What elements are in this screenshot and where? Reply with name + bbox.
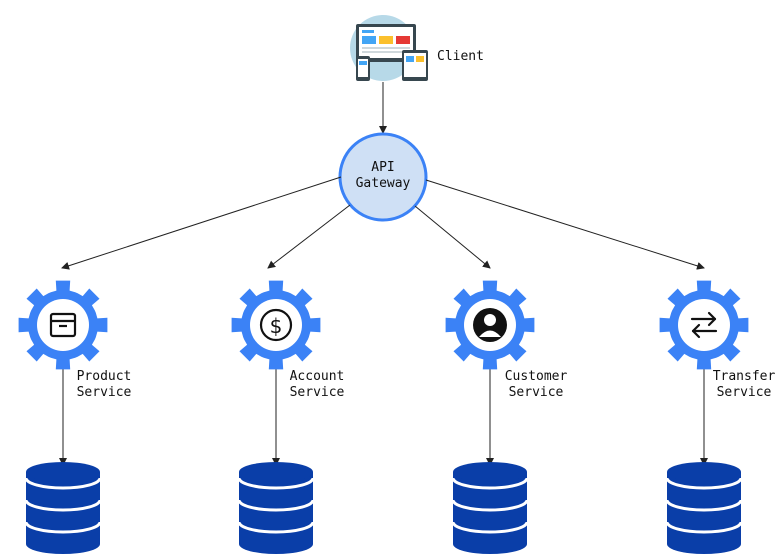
database-icon-product	[24, 462, 102, 554]
svg-text:$: $	[270, 314, 283, 338]
transfer-arrows-icon	[690, 311, 718, 339]
database-icon-transfer	[665, 462, 743, 554]
service-label-line2: Service	[716, 385, 772, 400]
gateway-account-connector	[267, 204, 351, 269]
service-label-line1: Product	[76, 369, 132, 384]
service-label-customer: Customer Service	[496, 369, 576, 401]
service-label-transfer: Transfer Service	[706, 369, 782, 401]
gateway-customer-connector	[414, 205, 491, 269]
database-icon-account	[237, 462, 315, 554]
gateway-label-line1: API	[371, 160, 395, 175]
service-label-line2: Service	[508, 385, 564, 400]
box-icon	[49, 312, 77, 338]
gateway-product-connector	[61, 176, 342, 270]
service-label-account: Account Service	[279, 369, 355, 401]
service-label-product: Product Service	[66, 369, 142, 401]
dollar-icon: $	[259, 308, 293, 342]
service-label-line1: Transfer	[712, 369, 776, 384]
gateway-label: API Gateway	[343, 160, 423, 192]
gateway-transfer-connector	[425, 179, 705, 270]
gear-icon-transfer[interactable]	[659, 280, 749, 370]
service-label-line1: Account	[289, 369, 345, 384]
client-label: Client	[437, 49, 484, 64]
service-label-line1: Customer	[504, 369, 568, 384]
database-icon-customer	[451, 462, 529, 554]
gateway-label-line2: Gateway	[355, 176, 411, 191]
gear-icon-account[interactable]	[231, 280, 321, 370]
user-icon	[473, 308, 507, 342]
service-label-line2: Service	[76, 385, 132, 400]
service-label-line2: Service	[289, 385, 345, 400]
client-devices-icon	[350, 15, 428, 81]
